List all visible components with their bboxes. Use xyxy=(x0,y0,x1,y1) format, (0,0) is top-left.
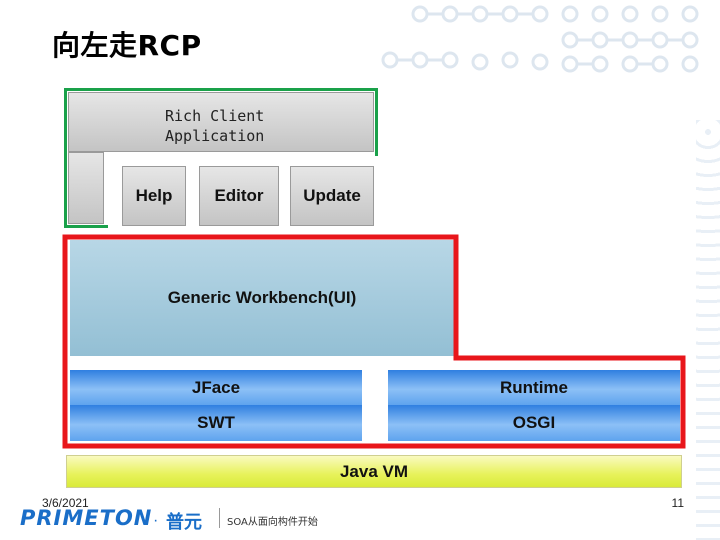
swt-box: SWT xyxy=(70,405,362,441)
green-highlight-top xyxy=(64,88,378,156)
company-slogan: SOA从面向构件开始 xyxy=(227,517,318,528)
footer-divider xyxy=(219,508,220,528)
osgi-box: OSGI xyxy=(388,405,680,441)
primeton-logo-chinese: 普元 xyxy=(166,512,202,533)
decorative-right-pattern xyxy=(696,120,720,540)
help-box: Help xyxy=(122,166,186,226)
page-number: 11 xyxy=(671,496,684,510)
generic-workbench-box: Generic Workbench(UI) xyxy=(70,240,454,356)
primeton-logo: PRIMETON xyxy=(20,506,153,530)
green-highlight-left xyxy=(64,154,67,228)
rich-client-stub xyxy=(68,152,104,224)
runtime-box: Runtime xyxy=(388,370,680,405)
rich-client-line-2: Application xyxy=(165,127,265,145)
decorative-molecule-pattern xyxy=(381,5,699,73)
green-highlight-bottom xyxy=(64,225,108,228)
slide-date: 3/6/2021 xyxy=(42,496,89,510)
editor-box: Editor xyxy=(199,166,279,226)
rich-client-line-1: Rich Client xyxy=(165,107,265,125)
jface-box: JFace xyxy=(70,370,362,405)
rich-client-application-box: Rich Client Application xyxy=(68,92,374,152)
slide-title: 向左走RCP xyxy=(52,29,202,62)
java-vm-box: Java VM xyxy=(66,455,682,488)
logo-separator-dot: · xyxy=(153,512,159,529)
update-box: Update xyxy=(290,166,374,226)
